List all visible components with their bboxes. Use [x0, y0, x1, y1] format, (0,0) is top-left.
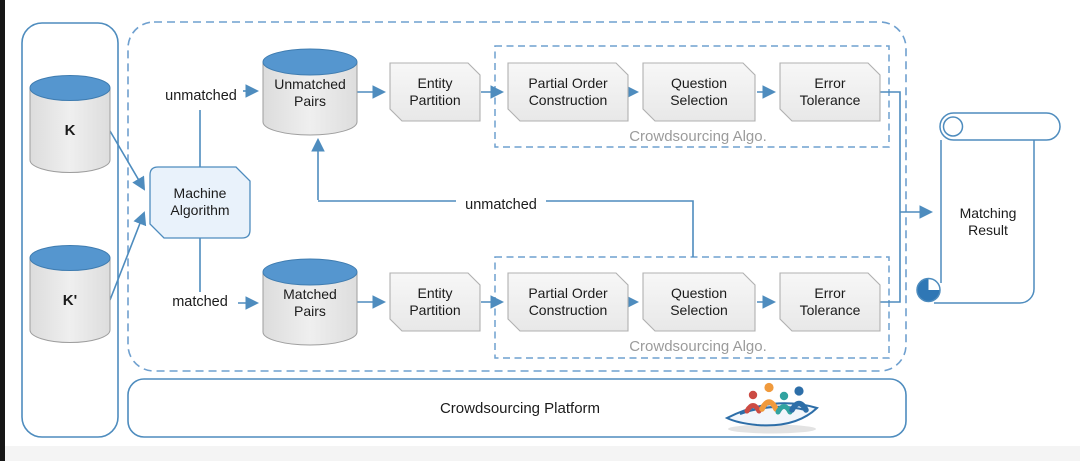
- machine-algorithm-shape: [149, 166, 251, 239]
- matched-pairs-label: Matched Pairs: [283, 285, 337, 319]
- question-selection-bottom-shape: [642, 272, 756, 332]
- left-edge-strip: [0, 0, 5, 461]
- matching-result-scroll-icon: [916, 112, 1061, 304]
- edge-top-to-result: [880, 91, 901, 212]
- unmatched-pairs-cylinder: [262, 48, 358, 136]
- matched-label: matched: [172, 294, 228, 311]
- partial-order-top-shape: [507, 62, 629, 122]
- entity-partition-bottom-label: Entity Partition: [409, 284, 461, 318]
- database-k-icon: [29, 75, 111, 173]
- partial-order-bottom-shape: [507, 272, 629, 332]
- edge-bottom-to-result: [880, 212, 901, 303]
- matched-pairs-cylinder: [262, 258, 358, 346]
- process-boxes: [389, 62, 881, 332]
- entity-partition-top-shape: [389, 62, 481, 122]
- edge-feedback-right: [546, 200, 694, 257]
- connectors: [109, 84, 934, 310]
- error-tolerance-top-shape: [779, 62, 881, 122]
- crowd-logo-icon: [724, 382, 819, 434]
- unmatched-top-label: unmatched: [165, 88, 237, 105]
- question-selection-top-shape: [642, 62, 756, 122]
- crowdsourcing-platform-box: [127, 378, 907, 438]
- question-selection-top-label: Question Selection: [670, 74, 728, 108]
- hybrid-framework-dashed-box: [127, 21, 907, 372]
- unmatched-feedback-label: unmatched: [465, 197, 537, 214]
- crowdsourcing-algo-bottom-label: Crowdsourcing Algo.: [629, 337, 767, 355]
- edge-k-to-machine: [109, 130, 146, 191]
- crowdsourcing-algo-bottom-dashed-box: [494, 256, 890, 359]
- crowdsourcing-platform-label: Crowdsourcing Platform: [439, 399, 601, 417]
- entity-partition-bottom-shape: [389, 272, 481, 332]
- error-tolerance-bottom-label: Error Tolerance: [799, 284, 861, 318]
- db-k-label: K: [64, 121, 76, 139]
- matching-result-label: Matching Result: [959, 204, 1017, 238]
- error-tolerance-top-label: Error Tolerance: [799, 74, 861, 108]
- database-kprime-icon: [29, 245, 111, 343]
- db-kprime-label: K': [62, 291, 78, 309]
- crowdsourcing-algo-top-dashed-box: [494, 45, 890, 148]
- unmatched-pairs-label: Unmatched Pairs: [274, 75, 346, 109]
- partial-order-top-label: Partial Order Construction: [528, 74, 608, 108]
- crowdsourcing-algo-top-label: Crowdsourcing Algo.: [629, 127, 767, 145]
- error-tolerance-bottom-shape: [779, 272, 881, 332]
- partial-order-bottom-label: Partial Order Construction: [528, 284, 608, 318]
- question-selection-bottom-label: Question Selection: [670, 284, 728, 318]
- entity-partition-top-label: Entity Partition: [409, 74, 461, 108]
- bottom-band: [5, 446, 1080, 461]
- machine-algorithm-label: Machine Algorithm: [170, 184, 230, 218]
- edge-kprime-to-machine: [109, 211, 147, 301]
